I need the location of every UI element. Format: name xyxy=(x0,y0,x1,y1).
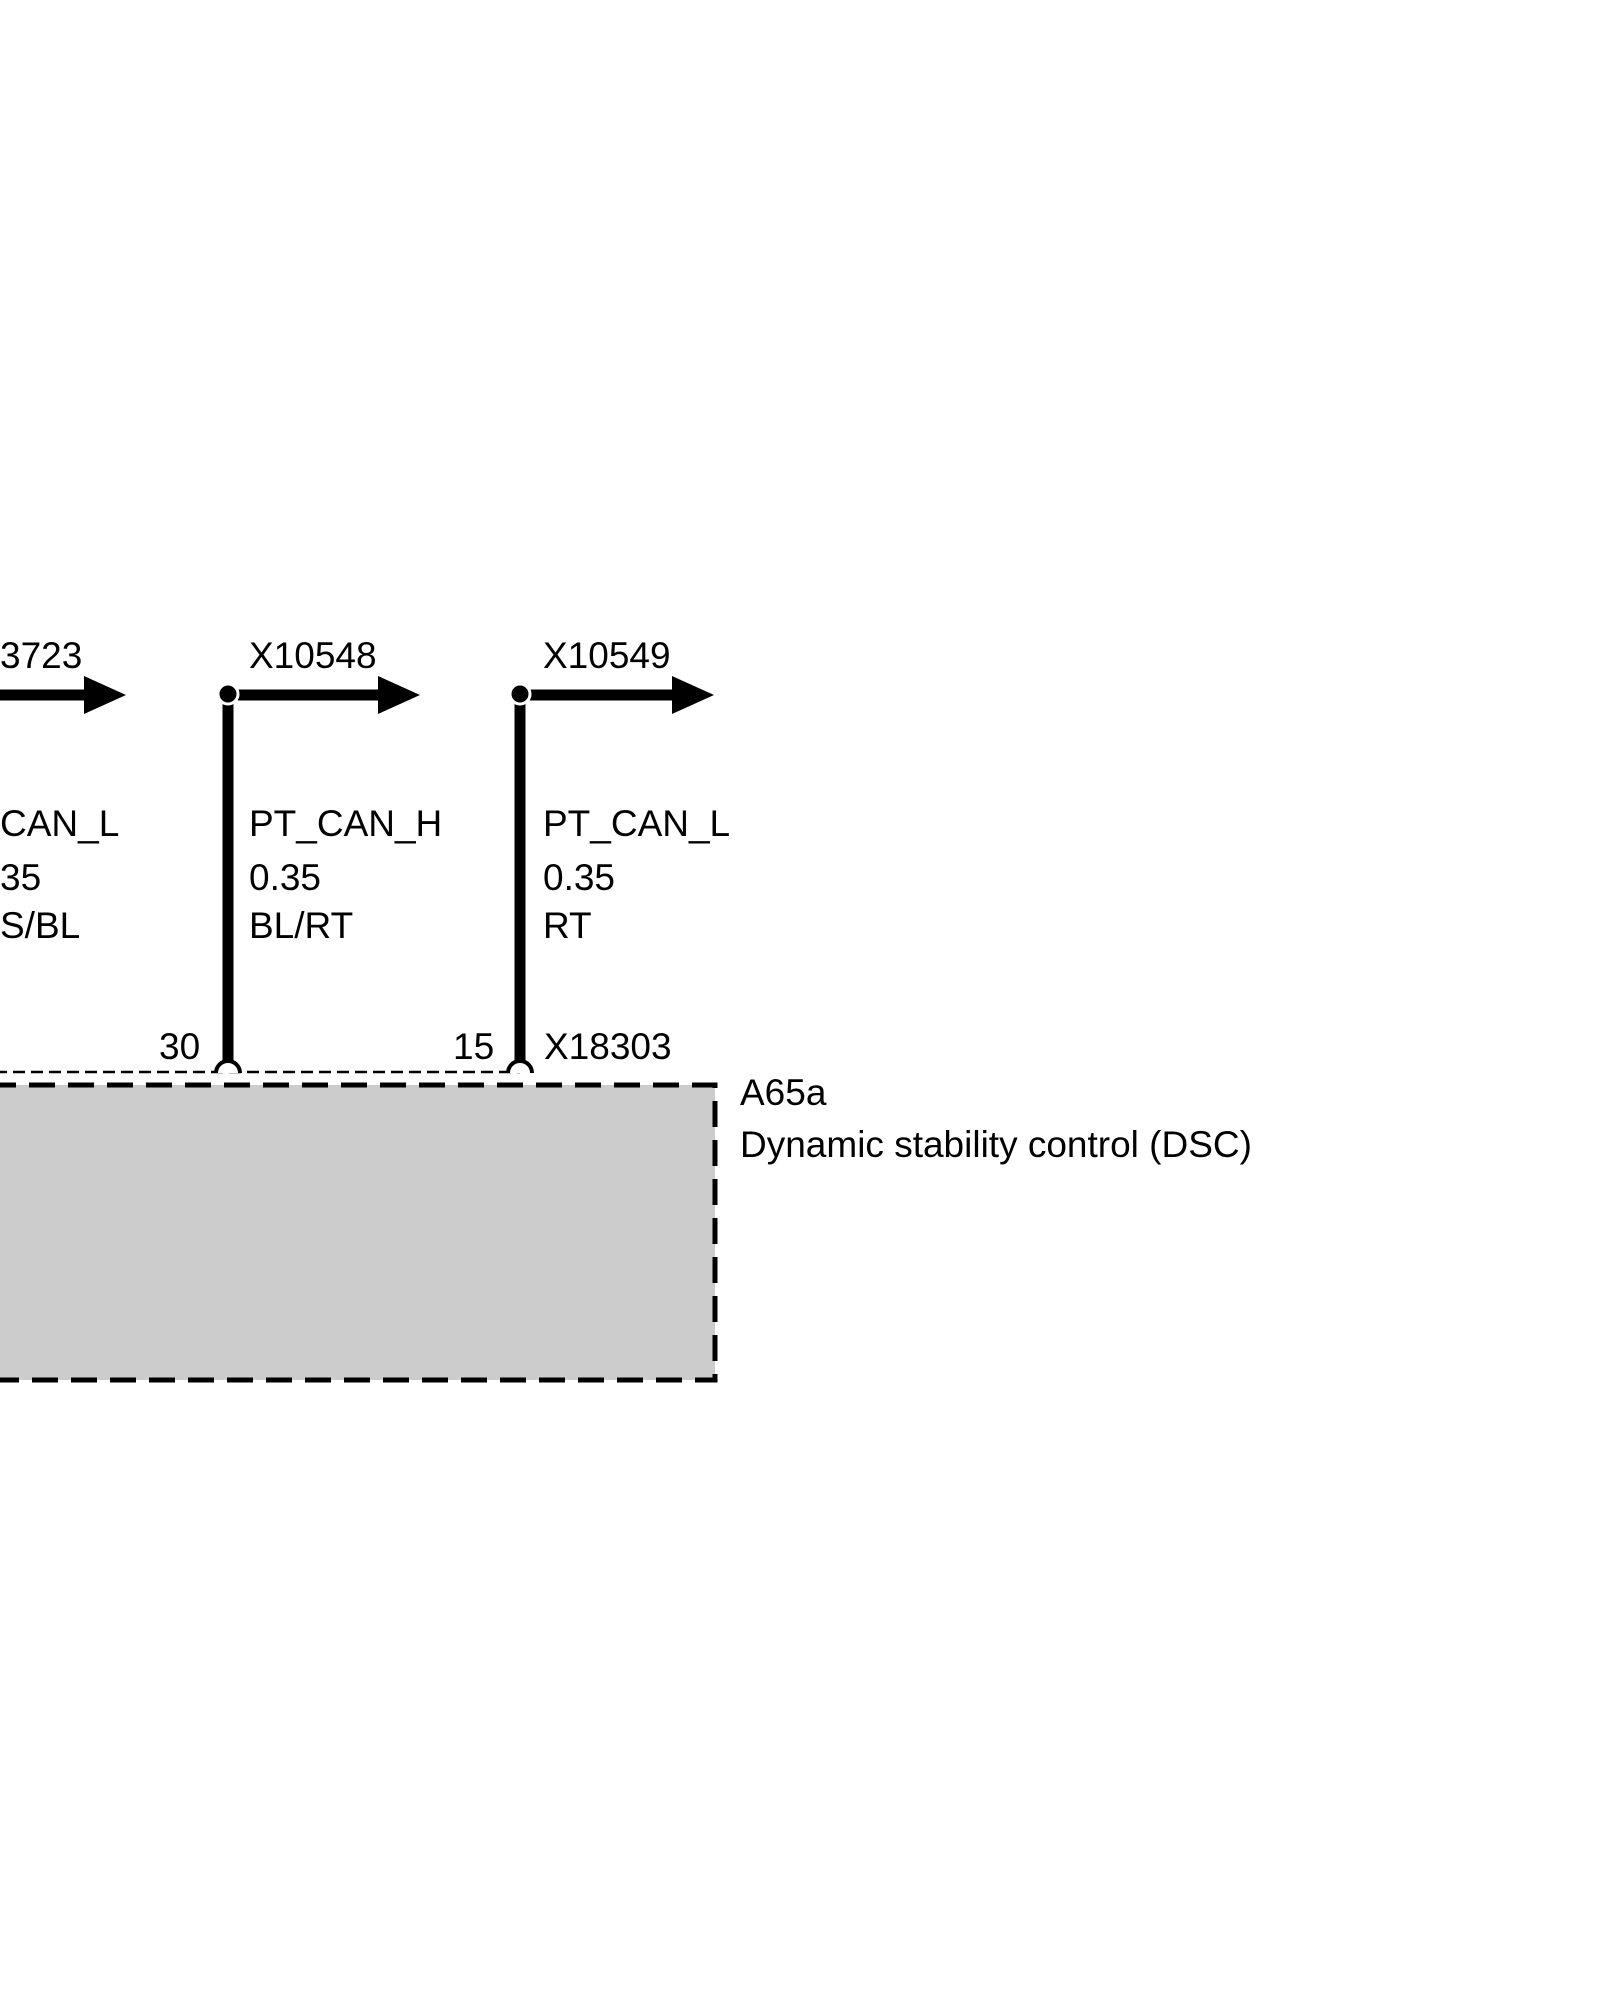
pin-terminal-icon xyxy=(506,1059,534,1074)
connector-id: X18303 xyxy=(544,1026,672,1067)
component-dsc: A65a Dynamic stability control (DSC) X18… xyxy=(0,1026,1252,1383)
arrow-head-icon xyxy=(84,676,126,714)
wire-x13723: 3723 CAN_L 35 S/BL xyxy=(0,635,126,946)
pin-number: 15 xyxy=(453,1026,494,1067)
wire-x10548: X10548 PT_CAN_H 0.35 BL/RT 30 xyxy=(159,635,442,1074)
wire-color-label: RT xyxy=(543,905,592,946)
wire-signal-label: PT_CAN_L xyxy=(543,803,730,844)
wire-signal-label: CAN_L xyxy=(0,803,119,844)
wire-x10549: X10549 PT_CAN_L 0.35 RT 15 xyxy=(453,635,730,1074)
arrow-head-icon xyxy=(378,676,420,714)
wire-color-label: BL/RT xyxy=(249,905,353,946)
component-box xyxy=(0,1082,718,1383)
component-id: A65a xyxy=(740,1072,827,1113)
wire-gauge-label: 35 xyxy=(0,857,41,898)
wire-gauge-label: 0.35 xyxy=(543,857,615,898)
component-name: Dynamic stability control (DSC) xyxy=(740,1124,1252,1165)
splice-dot-icon xyxy=(508,682,532,706)
wire-connector-label: X10549 xyxy=(543,635,671,676)
pin-number: 30 xyxy=(159,1026,200,1067)
wire-color-label: S/BL xyxy=(0,905,80,946)
pin-terminal-icon xyxy=(214,1059,242,1074)
arrow-head-icon xyxy=(672,676,714,714)
wire-gauge-label: 0.35 xyxy=(249,857,321,898)
wire-connector-label: X10548 xyxy=(249,635,377,676)
wire-connector-label: 3723 xyxy=(0,635,82,676)
wire-signal-label: PT_CAN_H xyxy=(249,803,442,844)
splice-dot-icon xyxy=(216,682,240,706)
